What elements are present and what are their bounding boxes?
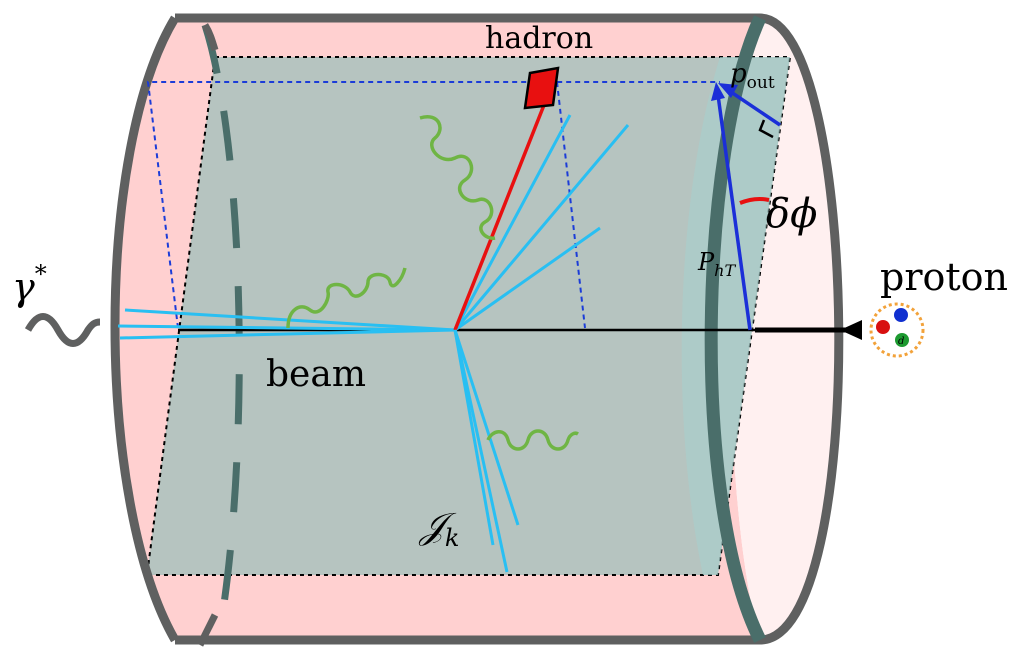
p-hT-arrowhead (711, 82, 725, 101)
proton-icon: d (869, 302, 925, 358)
hadron-track (453, 99, 548, 331)
p-out-label: pout (730, 59, 775, 93)
cylinder-left-front-arc-bottom (196, 613, 219, 647)
beam-label: beam (266, 354, 366, 395)
gluon-wiggle-middle (286, 267, 407, 329)
proton-label: proton (880, 255, 1008, 299)
p-hT-label: PhT (697, 248, 736, 280)
right-angle-marker (758, 119, 774, 139)
cylinder-left-front-arc-top (201, 23, 219, 52)
virtual-photon-wiggle (24, 313, 101, 347)
hadron-block (523, 66, 560, 110)
cylinder-left-hidden-edge (201, 23, 243, 631)
p-out-arrowhead (718, 83, 738, 98)
cylinder-right-ring-inner (704, 15, 766, 643)
gluon-wiggle-lower (486, 429, 579, 451)
hadron-label: hadron (485, 21, 593, 56)
gluon-wiggle-upper (419, 115, 496, 240)
jet-k (453, 329, 520, 573)
delta-phi-label: δϕ (766, 191, 817, 237)
blue-dotted-frame (146, 81, 720, 329)
delta-phi-arc (739, 197, 770, 205)
p-out-vector (727, 88, 781, 127)
p-hT-vector (716, 94, 752, 331)
gamma-star-label: γ* (12, 260, 47, 309)
hadron-side-jet (453, 114, 630, 332)
proton-arrowhead (840, 320, 862, 340)
transverse-plane-region (681, 57, 790, 575)
quark-d-label: d (898, 336, 904, 347)
cylinder-left-edge (110, 15, 179, 643)
